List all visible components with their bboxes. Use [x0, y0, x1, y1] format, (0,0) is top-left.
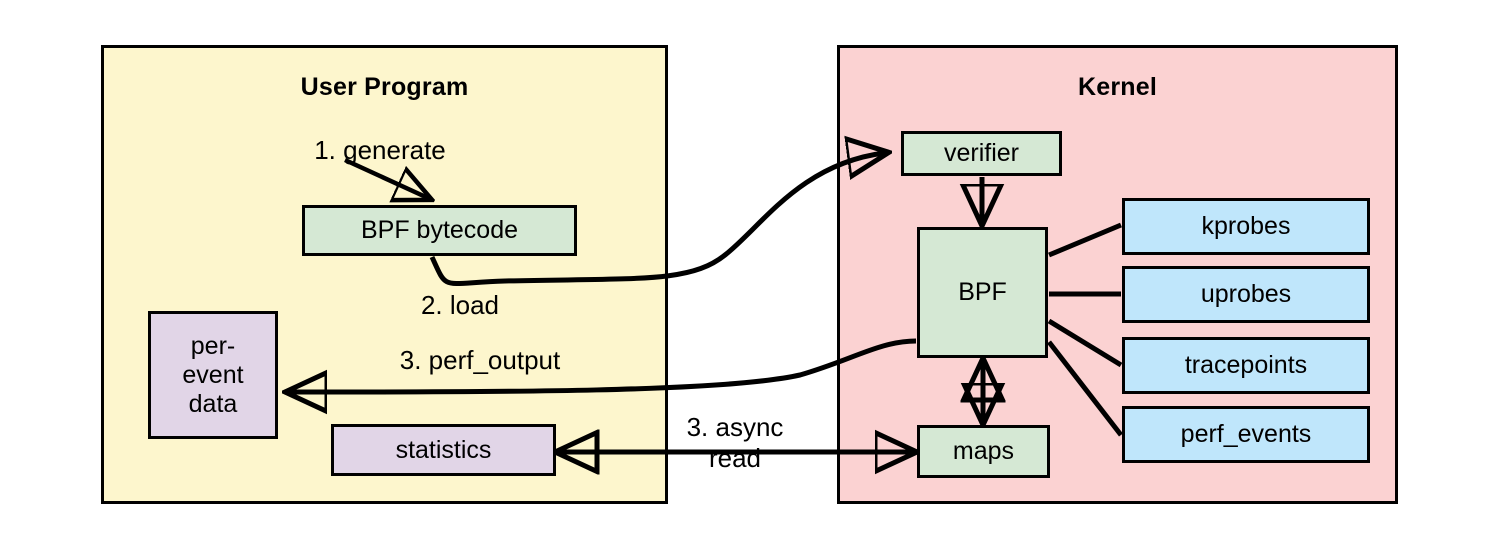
- label-perf-output: 3. perf_output: [399, 345, 561, 375]
- kernel-title: Kernel: [1077, 73, 1157, 101]
- node-tracepoints[interactable]: tracepoints: [1122, 337, 1370, 394]
- label-async-read: 3. async read: [640, 412, 830, 474]
- node-bpf-bytecode[interactable]: BPF bytecode: [302, 205, 577, 256]
- label-load: 2. load: [420, 290, 500, 320]
- node-bpf[interactable]: BPF: [917, 227, 1048, 358]
- node-kprobes[interactable]: kprobes: [1122, 198, 1370, 255]
- node-per-event-data[interactable]: per- event data: [148, 311, 278, 439]
- per-event-data-line-2: event: [182, 360, 244, 389]
- per-event-data-line-1: per-: [190, 331, 236, 360]
- node-maps[interactable]: maps: [917, 425, 1050, 478]
- label-async-read-line-1: 3. async: [686, 412, 784, 442]
- node-uprobes[interactable]: uprobes: [1122, 266, 1370, 323]
- user-program-title: User Program: [300, 73, 469, 101]
- node-verifier[interactable]: verifier: [901, 131, 1062, 176]
- label-generate: 1. generate: [314, 135, 446, 165]
- node-perf-events[interactable]: perf_events: [1122, 406, 1370, 463]
- label-async-read-line-2: read: [708, 443, 762, 474]
- node-statistics[interactable]: statistics: [331, 424, 556, 476]
- per-event-data-line-3: data: [188, 389, 238, 418]
